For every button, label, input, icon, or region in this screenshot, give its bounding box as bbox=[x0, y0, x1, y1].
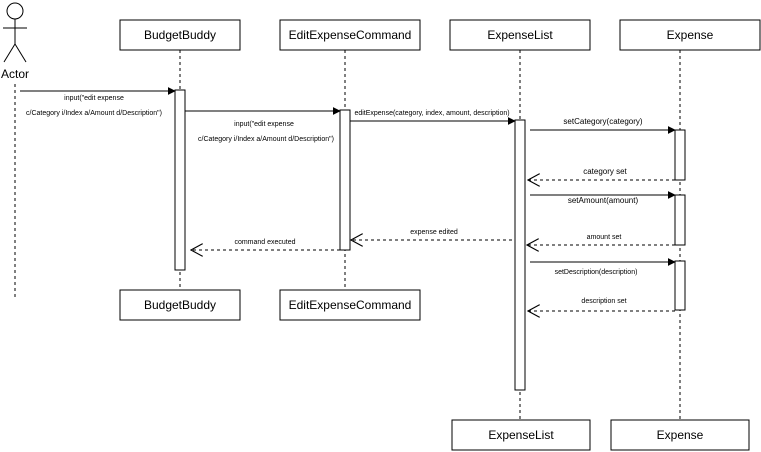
label-m4: setCategory(category) bbox=[563, 117, 642, 126]
activation-expense-1 bbox=[674, 129, 686, 181]
activation-budgetbuddy bbox=[174, 89, 186, 271]
activation-expenselist bbox=[514, 119, 526, 391]
label-m9: amount set bbox=[587, 234, 622, 241]
activation-expense-2 bbox=[674, 194, 686, 246]
message-arrows bbox=[20, 87, 676, 311]
participant-label: Expense bbox=[667, 28, 714, 42]
participant-budgetbuddy-top: BudgetBuddy bbox=[119, 19, 241, 51]
participant-label: BudgetBuddy bbox=[144, 28, 216, 42]
label-m10: setDescription(description) bbox=[555, 269, 638, 276]
participant-expense-top: Expense bbox=[619, 19, 761, 51]
participant-label: BudgetBuddy bbox=[144, 298, 216, 312]
actor-label: Actor bbox=[1, 67, 29, 81]
label-m2-line2: c/Category i/Index a/Amount d/Descriptio… bbox=[198, 136, 334, 143]
participant-budgetbuddy-bottom: BudgetBuddy bbox=[119, 289, 241, 321]
actor-figure-icon bbox=[3, 2, 27, 63]
label-m5: category set bbox=[583, 167, 627, 176]
participant-label: ExpenseList bbox=[487, 28, 553, 42]
participant-label: EditExpenseCommand bbox=[289, 28, 412, 42]
participant-label: Expense bbox=[657, 428, 704, 442]
label-m3: editExpense(category, index, amount, des… bbox=[354, 110, 509, 117]
label-m7: expense edited bbox=[410, 229, 458, 236]
participant-expense-bottom: Expense bbox=[610, 419, 750, 451]
participant-expenselist-bottom: ExpenseList bbox=[451, 419, 591, 451]
participant-label: ExpenseList bbox=[488, 428, 554, 442]
participant-editcmd-bottom: EditExpenseCommand bbox=[279, 289, 421, 321]
label-m1-line1: input("edit expense bbox=[64, 95, 124, 102]
label-m6: setAmount(amount) bbox=[568, 196, 639, 205]
activation-expense-3 bbox=[674, 260, 686, 311]
label-m8: command executed bbox=[234, 239, 295, 246]
participant-expenselist-top: ExpenseList bbox=[449, 19, 591, 51]
label-m1-line2: c/Category i/Index a/Amount d/Descriptio… bbox=[26, 110, 162, 117]
actor: Actor bbox=[1, 2, 29, 81]
participant-label: EditExpenseCommand bbox=[289, 298, 412, 312]
message-labels: input("edit expense c/Category i/Index a… bbox=[26, 95, 643, 305]
participant-editcmd-top: EditExpenseCommand bbox=[279, 19, 421, 51]
label-m2-line1: input("edit expense bbox=[234, 121, 294, 128]
label-m11: description set bbox=[581, 298, 626, 305]
activations bbox=[174, 89, 686, 391]
activation-editcmd bbox=[339, 109, 351, 251]
